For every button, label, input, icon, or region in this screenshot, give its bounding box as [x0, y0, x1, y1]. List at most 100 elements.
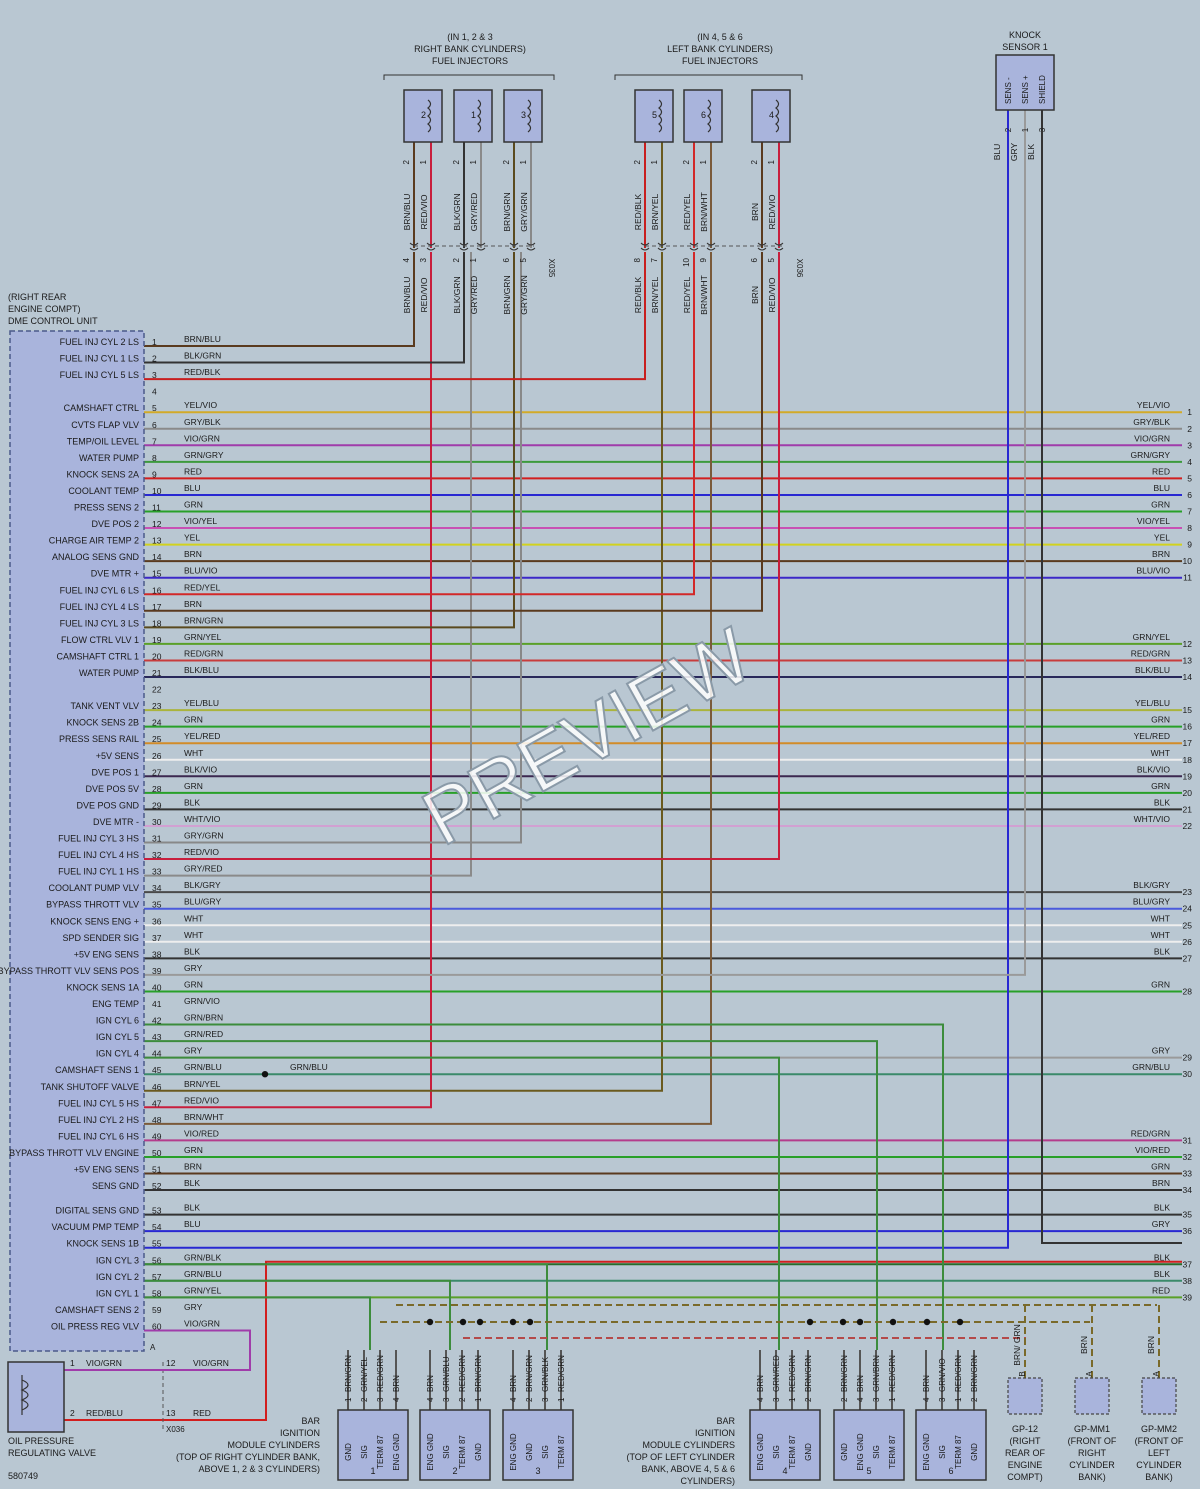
dme-wire-color-label: GRN/YEL — [184, 1285, 222, 1295]
left-ign-caption-line: IGNITION — [695, 1428, 735, 1438]
dme-pin-number: 13 — [152, 536, 162, 546]
ignition-signal-wire — [144, 1023, 944, 1350]
dme-pin-function-label: +5V ENG SENS — [74, 949, 139, 959]
dme-wire-color-label: GRY — [184, 1046, 203, 1056]
injector-pin-number: 2 — [750, 159, 759, 164]
right-bank-injector-number: 1 — [471, 110, 476, 120]
dme-pin-function-label: VACUUM PMP TEMP — [51, 1222, 139, 1232]
dme-pin-number: 55 — [152, 1239, 162, 1249]
ignition-signal-wire — [144, 1296, 371, 1350]
left-bank-caption-line: LEFT BANK CYLINDERS) — [667, 44, 773, 54]
left-bank-injector-body — [683, 89, 723, 143]
inline-connector-pin-number: 10 — [682, 257, 691, 266]
dme-pin-number: 12 — [152, 519, 162, 529]
dme-pin-function-label: FUEL INJ CYL 6 HS — [58, 1131, 139, 1141]
dme-pin-number: 18 — [152, 618, 162, 628]
connector-symbol — [689, 242, 699, 251]
right-connector-pin-number: 19 — [1183, 771, 1193, 781]
ground-point-name: GP-MM1 — [1074, 1424, 1110, 1434]
dme-pin-number: 36 — [152, 916, 162, 926]
dme-pin-function-label: KNOCK SENS ENG + — [50, 916, 139, 926]
component-layer — [7, 54, 1177, 1481]
left-ign-module-number: 4 — [782, 1466, 787, 1476]
oil-valve-connector-id: X036 — [166, 1425, 185, 1434]
dme-pin-number: 1 — [152, 337, 157, 347]
right-connector-pin-number: 4 — [1187, 457, 1192, 467]
dme-pin-number: 39 — [152, 966, 162, 976]
splice-dot — [889, 1318, 897, 1326]
ignition-pin-name: GND — [344, 1443, 353, 1461]
valve-coil-icon — [20, 1375, 29, 1415]
dme-wire-color-label: GRN — [184, 781, 203, 791]
injector-pin-number: 1 — [699, 159, 708, 164]
right-connector-pin-number: 23 — [1183, 887, 1193, 897]
right-connector-pin-number: 39 — [1183, 1292, 1193, 1302]
dme-pin-function-label: PRESS SENS 2 — [74, 503, 139, 513]
splice-dot — [956, 1318, 964, 1326]
right-connector-pin-number: 33 — [1183, 1169, 1193, 1179]
right-ign-module-number: 3 — [535, 1466, 540, 1476]
ignition-pin-number: 1 — [788, 1397, 797, 1402]
dme-wire-color-label: RED/VIO — [184, 847, 219, 857]
right-connector-pin-number: 31 — [1183, 1135, 1193, 1145]
right-bank-caption-line: (IN 1, 2 & 3 — [447, 32, 493, 42]
right-connector-pin-number: 13 — [1183, 655, 1193, 665]
dme-pin-function-label: FUEL INJ CYL 4 LS — [60, 602, 139, 612]
right-connector-pin-number: 16 — [1183, 722, 1193, 732]
ignition-pin-number: 4 — [856, 1397, 865, 1402]
oil-valve-pin-number: 2 — [70, 1408, 75, 1418]
injector-to-dme-wire — [144, 252, 763, 612]
dme-pin-function-label: TEMP/OIL LEVEL — [67, 436, 139, 446]
ignition-pin-number: 2 — [525, 1397, 534, 1402]
right-connector-pin-number: 14 — [1183, 672, 1193, 682]
ignition-wire-color: BRN/GRN — [474, 1355, 483, 1392]
injector-to-dme-wire — [144, 252, 515, 629]
knock-sensor-wire-blu — [144, 110, 1009, 1249]
inline-connector-pin-number: 6 — [750, 257, 759, 262]
dme-wire-color-label: GRY/BLK — [184, 417, 221, 427]
ignition-pin-number: 1 — [557, 1397, 566, 1402]
coil-icon — [707, 99, 712, 133]
right-connector-pin-number: 17 — [1183, 738, 1193, 748]
splice-dot — [839, 1318, 847, 1326]
ignition-pin-number: 3 — [541, 1397, 550, 1402]
dme-wire-color-label: BLU — [184, 1219, 201, 1229]
ignition-wire-color: BRN — [426, 1375, 435, 1392]
ignition-pin-name: TERM 87 — [458, 1435, 467, 1469]
ground-point-caption-line: BANK) — [1078, 1472, 1106, 1482]
right-connector-pin-number: 6 — [1187, 490, 1192, 500]
right-connector-pin-number: 22 — [1183, 821, 1193, 831]
dme-wire-color-label: VIO/RED — [184, 1128, 219, 1138]
injector-to-dme-wire — [144, 252, 522, 844]
right-wire-color-label: RED/GRN — [1131, 648, 1170, 658]
ignition-wire-color: GRN/BLK — [541, 1356, 550, 1392]
left-bank-caption-line: FUEL INJECTORS — [682, 56, 758, 66]
dme-wire-color-label: RED/GRN — [184, 648, 223, 658]
dme-pin-function-label: COOLANT TEMP — [68, 486, 139, 496]
ground-point-caption-line: (RIGHT — [1010, 1436, 1041, 1446]
ignition-signal-wire — [144, 1279, 451, 1350]
inline-connector-pin-number: 5 — [519, 257, 528, 262]
ignition-pin-name: TERM 87 — [888, 1435, 897, 1469]
injector-to-dme-wire — [144, 252, 472, 877]
knock-sensor-wire-blk — [1041, 110, 1182, 1244]
knock-sensor-body — [995, 54, 1055, 111]
knock-sensor-wire-color: BLK — [1026, 144, 1036, 160]
ignition-pin-name: ENG GND — [426, 1433, 435, 1471]
left-bank-injector-number: 5 — [652, 110, 657, 120]
splice-dot — [459, 1318, 467, 1326]
connector-symbol — [757, 242, 767, 251]
ignition-pin-name: GND — [804, 1443, 813, 1461]
splice-dot — [923, 1318, 931, 1326]
right-connector-pin-number: 7 — [1187, 507, 1192, 517]
dme-pin-number: 20 — [152, 651, 162, 661]
right-bank-injector-number: 2 — [421, 110, 426, 120]
dme-pin-function-label: ANALOG SENS GND — [52, 552, 140, 562]
injector-wire-color-label-lower: RED/BLK — [633, 276, 643, 313]
dme-wire-color-label: YEL/BLU — [184, 698, 219, 708]
ignition-pin-number: 1 — [474, 1397, 483, 1402]
dme-pin-number: 28 — [152, 784, 162, 794]
dme-pin-number: 42 — [152, 1016, 162, 1026]
dme-pin-number: 51 — [152, 1165, 162, 1175]
